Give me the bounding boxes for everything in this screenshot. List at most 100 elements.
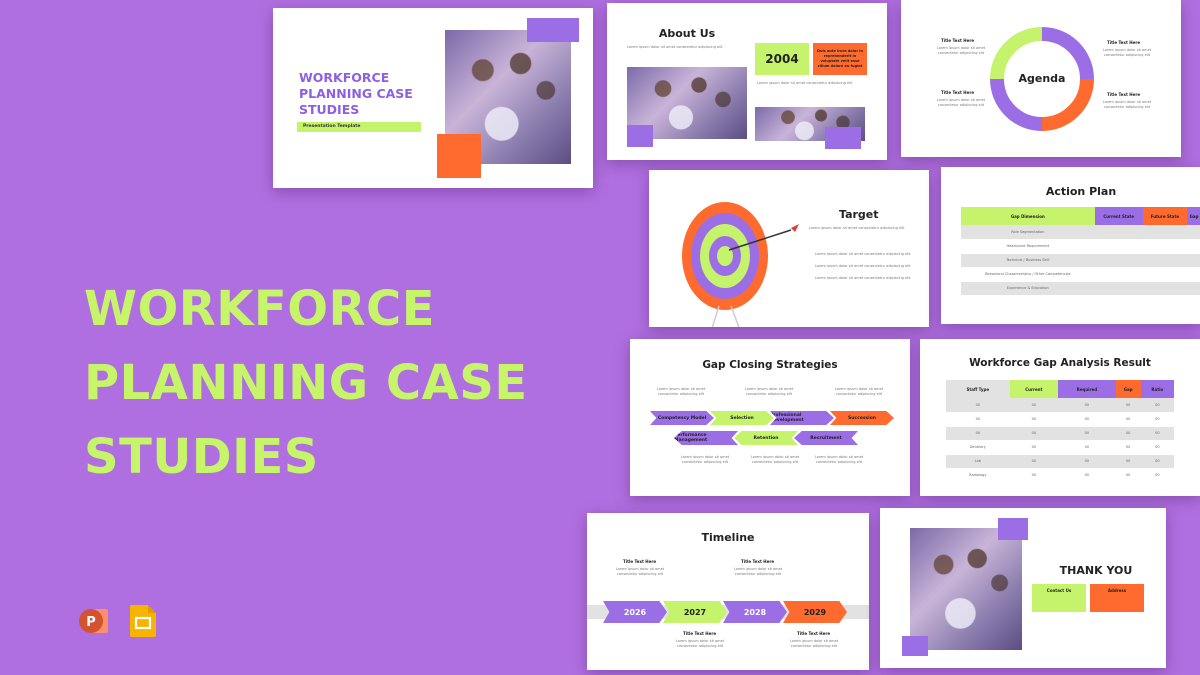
gap-strategies-title: Gap Closing Strategies xyxy=(702,359,838,371)
gap-row-5: Lab xyxy=(946,454,1010,469)
gap-strategies-text-6: Lorem ipsum dolor sit amet consectetur a… xyxy=(814,455,864,464)
target-bullet-1: Lorem ipsum dolor sit amet consectetur a… xyxy=(815,252,911,256)
about-title: About Us xyxy=(658,27,716,40)
target-bullet-2: Lorem ipsum dolor sit amet consectetur a… xyxy=(815,264,911,268)
agenda-ring xyxy=(990,27,1094,131)
gap-row-4: Dentistry xyxy=(946,440,1010,455)
gap-strategies-text-1: Lorem ipsum dolor sit amet consectetur a… xyxy=(656,387,706,396)
about-text-right: Lorem ipsum dolor sit amet consectetur a… xyxy=(757,81,853,85)
slide-action-plan[interactable]: Action Plan Gap Dimension Current State … xyxy=(941,167,1200,324)
timeline-year-2027: 2027 xyxy=(663,601,727,623)
agenda-item-4-text: Lorem ipsum dolor sit amet consectetur a… xyxy=(1102,100,1152,109)
cover-purple-square xyxy=(527,18,579,42)
cover-orange-square xyxy=(437,134,481,178)
timeline-item-3-text: Lorem ipsum dolor sit amet consectetur a… xyxy=(733,567,783,576)
strategy-recruitment: Recruitment xyxy=(794,431,858,445)
gap-strategies-text-4: Lorem ipsum dolor sit amet consectetur a… xyxy=(680,455,730,464)
strategy-professional-development: Professional Development xyxy=(770,411,834,425)
agenda-item-3-text: Lorem ipsum dolor sit amet consectetur a… xyxy=(936,98,986,107)
strategy-succession: Succession xyxy=(830,411,894,425)
slide-target[interactable]: Target Lorem ipsum dolor sit amet consec… xyxy=(649,170,929,327)
slide-timeline[interactable]: Timeline 2026 2027 2028 2029 Title Text … xyxy=(587,513,869,670)
timeline-item-3-title: Title Text Here xyxy=(741,559,775,564)
target-text: Lorem ipsum dolor sit amet consectetur a… xyxy=(809,226,905,230)
slide-gap-closing-strategies[interactable]: Gap Closing Strategies Competency Model … xyxy=(630,339,910,496)
hero-title: WORKFORCE PLANNING CASE STUDIES xyxy=(84,272,644,494)
thanks-purple-square-top xyxy=(998,518,1028,540)
action-plan-title: Action Plan xyxy=(1045,185,1117,198)
gap-analysis-header-1: Staff Type xyxy=(946,380,1010,398)
agenda-item-1-text: Lorem ipsum dolor sit amet consectetur a… xyxy=(936,46,986,55)
action-plan-header-1: Gap Dimension xyxy=(961,207,1095,225)
agenda-item-2-title: Title Text Here xyxy=(1107,40,1141,45)
target-icon xyxy=(682,202,799,327)
agenda-item-3-title: Title Text Here xyxy=(941,90,975,95)
strategy-retention: Retention xyxy=(734,431,798,445)
action-plan-row-1: Role Segmentation xyxy=(961,225,1095,240)
gap-row-2: 00 xyxy=(946,412,1010,427)
gap-row-6: Radiology xyxy=(946,468,1010,483)
timeline-year-2029: 2029 xyxy=(783,601,847,623)
action-plan-header-3: Future State xyxy=(1142,207,1188,225)
about-purple-square xyxy=(627,125,653,147)
thanks-title: THANK YOU xyxy=(1059,564,1133,577)
agenda-center-label: Agenda xyxy=(1018,72,1066,85)
hero-title-line-2: PLANNING CASE xyxy=(84,355,528,411)
timeline-title: Timeline xyxy=(701,531,755,544)
thanks-contact-box: Contact Us xyxy=(1032,584,1086,612)
action-plan-row-2: Headcount Requirement xyxy=(961,239,1095,254)
strategy-performance-management: Performance Management xyxy=(674,431,738,445)
target-bullet-3: Lorem ipsum dolor sit amet consectetur a… xyxy=(815,276,911,280)
about-year: 2004 xyxy=(765,52,799,66)
about-photo-left xyxy=(627,67,747,139)
slide-agenda[interactable]: Agenda Title Text Here Lorem ipsum dolor… xyxy=(901,0,1181,157)
gap-row-3: 00 xyxy=(946,426,1010,441)
cover-subtitle: Presentation Template xyxy=(303,124,361,129)
timeline-item-4-text: Lorem ipsum dolor sit amet consectetur a… xyxy=(789,639,839,648)
slide-about-us[interactable]: About Us Lorem ipsum dolor sit amet cons… xyxy=(607,3,887,160)
about-callout-box: Duis aute irure dolor in reprehenderit i… xyxy=(813,43,867,75)
slide-thank-you[interactable]: THANK YOU Contact Us Address xyxy=(880,508,1166,668)
strategy-selection: Selection xyxy=(710,411,774,425)
slide-gap-analysis[interactable]: Workforce Gap Analysis Result Staff Type… xyxy=(920,339,1200,496)
agenda-item-2-text: Lorem ipsum dolor sit amet consectetur a… xyxy=(1102,48,1152,57)
timeline-item-1-text: Lorem ipsum dolor sit amet consectetur a… xyxy=(615,567,665,576)
powerpoint-icon: P xyxy=(78,605,110,637)
hero-title-line-3: STUDIES xyxy=(84,429,319,485)
gap-row-1: 00 xyxy=(946,398,1010,413)
gap-strategies-text-3: Lorem ipsum dolor sit amet consectetur a… xyxy=(834,387,884,396)
target-title: Target xyxy=(839,208,879,221)
gap-analysis-header-2: Current xyxy=(1009,380,1059,398)
about-text: Lorem ipsum dolor sit amet consectetur a… xyxy=(627,45,723,49)
action-plan-row-3: Technical / Business Skill xyxy=(961,253,1095,268)
cover-title-line-1: WORKFORCE xyxy=(299,70,390,85)
thanks-address-label: Address xyxy=(1107,588,1127,593)
strategy-competency-model: Competency Model xyxy=(650,411,714,425)
action-plan-table: Gap Dimension Current State Future State… xyxy=(961,207,1200,296)
cover-subtitle-bar: Presentation Template xyxy=(297,122,421,132)
thanks-purple-square-bottom xyxy=(902,636,928,656)
gap-strategies-text-2: Lorem ipsum dolor sit amet consectetur a… xyxy=(744,387,794,396)
gap-analysis-table: Staff Type Current Required Gap Ratio 00… xyxy=(946,380,1174,483)
timeline-year-2028: 2028 xyxy=(723,601,787,623)
powerpoint-letter: P xyxy=(86,615,96,630)
agenda-item-1-title: Title Text Here xyxy=(941,38,975,43)
about-callout: Duis aute irure dolor in reprehenderit i… xyxy=(817,49,863,68)
cover-title-line-2: PLANNING CASE xyxy=(299,86,413,101)
thanks-photo xyxy=(910,528,1022,650)
gap-analysis-title: Workforce Gap Analysis Result xyxy=(969,357,1151,369)
cover-title: WORKFORCE PLANNING CASE STUDIES xyxy=(299,70,413,118)
thanks-contact-label: Contact Us xyxy=(1046,588,1072,593)
action-plan-header-2: Current State xyxy=(1094,207,1143,225)
timeline-item-4-title: Title Text Here xyxy=(797,631,831,636)
google-slides-icon xyxy=(130,605,156,637)
hero-title-line-1: WORKFORCE xyxy=(84,281,435,337)
timeline-year-2026: 2026 xyxy=(603,601,667,623)
gap-strategies-text-5: Lorem ipsum dolor sit amet consectetur a… xyxy=(750,455,800,464)
gap-analysis-header-5: Ratio xyxy=(1140,380,1174,398)
gap-analysis-header-3: Required xyxy=(1058,380,1116,398)
action-plan-row-4: Behavioral Characteristics / Other Compe… xyxy=(961,267,1095,282)
agenda-item-4-title: Title Text Here xyxy=(1107,92,1141,97)
timeline-item-2-title: Title Text Here xyxy=(683,631,717,636)
slide-cover[interactable]: WORKFORCE PLANNING CASE STUDIES Presenta… xyxy=(273,8,593,188)
